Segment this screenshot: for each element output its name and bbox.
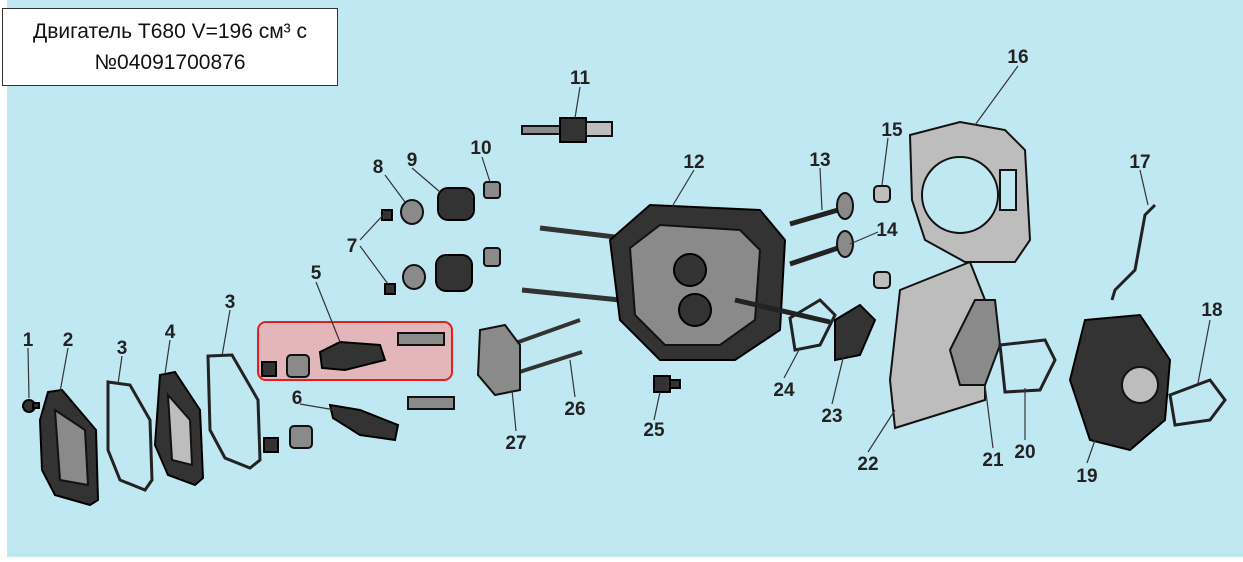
label-23: 23 <box>821 406 842 427</box>
part-3-gasket-a[interactable] <box>106 380 154 492</box>
part-9-valve-spring[interactable] <box>435 187 475 292</box>
part-24-gasket[interactable] <box>788 298 837 352</box>
part-16-head-gasket[interactable] <box>908 120 1032 263</box>
part-6-rocker-arm-set[interactable] <box>263 396 455 453</box>
part-10-valve-seal[interactable] <box>483 181 501 267</box>
label-25: 25 <box>643 420 665 441</box>
part-17-throttle-rod[interactable] <box>1110 203 1157 301</box>
label-16: 16 <box>1007 47 1028 68</box>
part-20-gasket[interactable] <box>998 338 1057 394</box>
part-26-push-rods[interactable] <box>509 318 583 377</box>
label-12: 12 <box>683 152 704 173</box>
label-3b: 3 <box>225 292 236 313</box>
label-14: 14 <box>876 220 898 241</box>
label-9: 9 <box>407 150 418 171</box>
part-14-exhaust-valve[interactable] <box>789 230 854 267</box>
part-11-spark-plug[interactable] <box>521 117 613 143</box>
part-23-insulator[interactable] <box>834 303 877 362</box>
label-13: 13 <box>809 150 830 171</box>
label-26: 26 <box>564 399 585 420</box>
label-19: 19 <box>1076 466 1097 487</box>
part-3-gasket-b[interactable] <box>206 353 262 470</box>
part-18-air-filter-gasket[interactable] <box>1168 378 1227 427</box>
label-21: 21 <box>982 450 1004 471</box>
label-1: 1 <box>23 330 34 351</box>
label-15: 15 <box>881 120 903 141</box>
label-8: 8 <box>373 157 384 178</box>
label-18: 18 <box>1201 300 1222 321</box>
label-4: 4 <box>165 322 176 343</box>
label-5: 5 <box>311 263 322 284</box>
label-24: 24 <box>773 380 795 401</box>
part-15-dowel-pins[interactable] <box>873 185 891 289</box>
part-22-heat-shield[interactable] <box>888 260 986 430</box>
part-13-intake-valve[interactable] <box>789 192 854 227</box>
part-4-cover-plate[interactable] <box>153 370 205 487</box>
label-22: 22 <box>857 454 878 475</box>
diagram-title-box: Двигатель T680 V=196 см³ с №04091700876 <box>2 8 338 86</box>
part-8-spring-retainer[interactable] <box>400 199 426 290</box>
label-2: 2 <box>63 330 74 351</box>
label-3a: 3 <box>117 338 128 359</box>
part-7-valve-keepers[interactable] <box>381 209 396 295</box>
part-1-bolt[interactable] <box>22 399 40 413</box>
label-27: 27 <box>505 433 526 454</box>
title-line-2: №04091700876 <box>94 51 246 74</box>
label-10: 10 <box>470 138 491 159</box>
label-7: 7 <box>347 236 358 257</box>
label-20: 20 <box>1014 442 1035 463</box>
part-2-valve-cover[interactable] <box>38 388 100 507</box>
leader-lines <box>27 65 1211 464</box>
label-17: 17 <box>1129 152 1150 173</box>
label-11: 11 <box>570 68 591 89</box>
label-6: 6 <box>292 388 303 409</box>
part-25-bolt[interactable] <box>653 375 681 393</box>
part-19-carburetor[interactable] <box>1068 313 1172 452</box>
title-line-1: Двигатель T680 V=196 см³ с <box>32 20 308 43</box>
part-12-cylinder-head[interactable] <box>521 203 831 361</box>
part-27-guide-plate[interactable] <box>476 323 521 397</box>
